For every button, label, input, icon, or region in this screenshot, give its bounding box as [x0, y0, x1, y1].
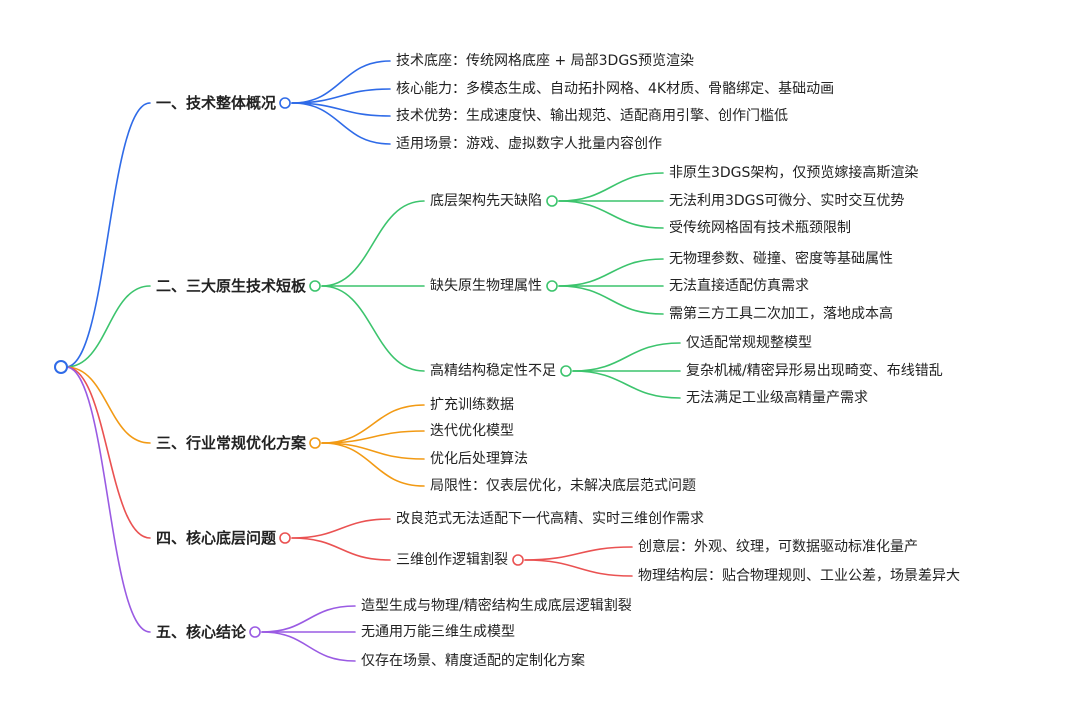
leaf-connector — [572, 370, 681, 399]
leaf-label: 技术底座：传统网格底座 + 局部3DGS预览渲染 — [396, 53, 694, 69]
leaf-label: 无法满足工业级高精量产需求 — [686, 389, 868, 406]
sub-branch-label: 三维创作逻辑割裂 — [396, 551, 508, 568]
leaf-label: 创意层：外观、纹理，可数据驱动标准化量产 — [638, 538, 918, 555]
leaf-connector — [558, 200, 664, 229]
leaf-label: 仅适配常规规整模型 — [686, 335, 812, 351]
branch-title: 四、核心底层问题 — [156, 529, 277, 547]
child-connector — [321, 404, 425, 444]
branch-collapse-toggle[interactable] — [279, 97, 291, 109]
branch-collapse-toggle[interactable] — [309, 437, 321, 449]
branch-connector — [65, 366, 151, 633]
branch-connector — [65, 366, 151, 539]
child-connector — [321, 442, 425, 487]
branch-collapse-toggle[interactable] — [249, 626, 261, 638]
leaf-label: 核心能力：多模态生成、自动拓扑网格、4K材质、骨骼绑定、基础动画 — [396, 80, 834, 97]
child-connector — [291, 102, 391, 145]
leaf-label: 无法直接适配仿真需求 — [669, 277, 809, 294]
leaf-connector — [572, 342, 681, 372]
leaf-label: 改良范式无法适配下一代高精、实时三维创作需求 — [396, 510, 704, 527]
connector-layer — [65, 60, 681, 662]
sub-branch-label: 底层架构先天缺陷 — [430, 193, 542, 209]
leaf-label: 造型生成与物理/精密结构生成底层逻辑割裂 — [361, 597, 632, 614]
branch-connector — [65, 366, 151, 444]
leaf-connector — [558, 285, 664, 315]
child-connector — [261, 605, 356, 633]
root-node[interactable] — [54, 360, 68, 374]
branch-title: 五、核心结论 — [156, 623, 247, 641]
child-connector — [321, 200, 425, 287]
leaf-label: 无物理参数、碰撞、密度等基础属性 — [669, 250, 893, 267]
branch-title: 三、行业常规优化方案 — [156, 434, 307, 452]
branch-connector — [65, 102, 151, 368]
sub-branch-label: 缺失原生物理属性 — [430, 278, 542, 294]
branch-collapse-toggle[interactable] — [279, 532, 291, 544]
child-connector — [321, 285, 425, 372]
leaf-label: 非原生3DGS架构，仅预览嫁接高斯渲染 — [669, 164, 918, 181]
sub-branch-label: 高精结构稳定性不足 — [430, 362, 556, 379]
leaf-label: 适用场景：游戏、虚拟数字人批量内容创作 — [396, 135, 662, 152]
leaf-label: 无通用万能三维生成模型 — [361, 624, 515, 640]
child-connector — [321, 430, 425, 444]
leaf-label: 迭代优化模型 — [430, 423, 514, 439]
leaf-connector — [558, 172, 664, 202]
child-connector — [291, 518, 391, 539]
child-connector — [321, 442, 425, 460]
sub-branch-collapse-toggle[interactable] — [512, 554, 524, 566]
branch-title: 一、技术整体概况 — [156, 94, 276, 112]
sub-branch-collapse-toggle[interactable] — [546, 195, 558, 207]
child-connector — [291, 60, 391, 104]
leaf-label: 优化后处理算法 — [430, 451, 528, 467]
leaf-connector — [558, 258, 664, 287]
node-layer: 一、技术整体概况 技术底座：传统网格底座 + 局部3DGS预览渲染核心能力：多模态… — [54, 53, 960, 669]
child-connector — [291, 102, 391, 117]
sub-branch-collapse-toggle[interactable] — [546, 280, 558, 292]
leaf-label: 需第三方工具二次加工，落地成本高 — [669, 305, 893, 322]
leaf-label: 仅存在场景、精度适配的定制化方案 — [361, 652, 585, 669]
leaf-label: 局限性：仅表层优化，未解决底层范式问题 — [430, 477, 696, 494]
branch-title: 二、三大原生技术短板 — [156, 277, 307, 295]
sub-branch-collapse-toggle[interactable] — [560, 365, 572, 377]
leaf-connector — [524, 546, 633, 561]
child-connector — [261, 631, 356, 662]
child-connector — [291, 537, 391, 561]
leaf-label: 受传统网格固有技术瓶颈限制 — [669, 220, 851, 236]
leaf-label: 技术优势：生成速度快、输出规范、适配商用引擎、创作门槛低 — [396, 107, 788, 124]
leaf-label: 物理结构层：贴合物理规则、工业公差，场景差异大 — [638, 568, 960, 584]
leaf-connector — [524, 559, 633, 577]
branch-collapse-toggle[interactable] — [309, 280, 321, 292]
leaf-label: 复杂机械/精密异形易出现畸变、布线错乱 — [686, 362, 943, 379]
leaf-label: 无法利用3DGS可微分、实时交互优势 — [669, 192, 904, 209]
child-connector — [291, 88, 391, 104]
leaf-label: 扩充训练数据 — [430, 397, 514, 413]
branch-connector — [65, 285, 151, 368]
